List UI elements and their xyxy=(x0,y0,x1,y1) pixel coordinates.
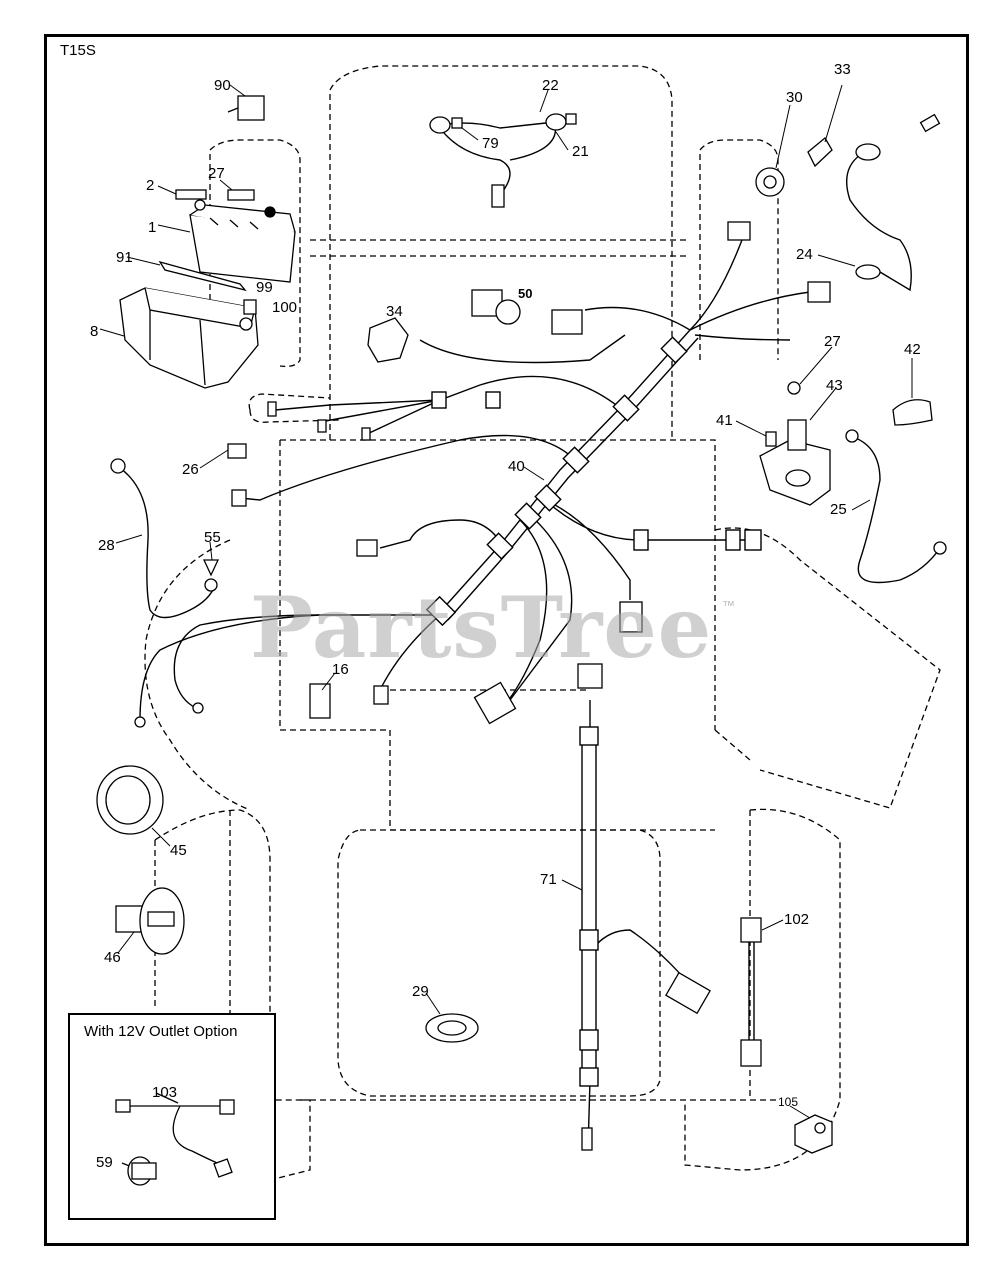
callout-100: 100 xyxy=(272,299,297,316)
inset-diagram: 103 59 xyxy=(96,1084,235,1186)
callout-25: 25 xyxy=(830,501,847,518)
relay-90 xyxy=(237,95,265,121)
diagram-frame xyxy=(44,34,969,1246)
callout-41: 41 xyxy=(716,412,733,429)
callout-24: 24 xyxy=(796,246,813,263)
callout-8: 8 xyxy=(90,323,98,340)
callout-labels: 90 2 27 1 91 99 100 8 22 79 21 30 33 24 … xyxy=(90,61,921,1109)
callout-91: 91 xyxy=(116,249,133,266)
callout-59: 59 xyxy=(96,1154,113,1171)
callout-79: 79 xyxy=(482,135,499,152)
callout-34: 34 xyxy=(386,303,403,320)
trademark-symbol: ™ xyxy=(722,598,735,613)
callout-27: 27 xyxy=(208,165,225,182)
tractor-outline xyxy=(144,65,941,1181)
callout-99: 99 xyxy=(256,279,273,296)
callout-27-right: 27 xyxy=(824,333,841,350)
callout-29: 29 xyxy=(412,983,429,1000)
callout-42: 42 xyxy=(904,341,921,358)
inset-12v-outlet: With 12V Outlet Option 103 59 xyxy=(68,1013,276,1220)
callout-28: 28 xyxy=(98,537,115,554)
inset-title: With 12V Outlet Option xyxy=(84,1023,238,1040)
callout-50: 50 xyxy=(518,286,532,301)
callout-105: 105 xyxy=(778,1095,798,1109)
callout-21: 21 xyxy=(572,143,589,160)
callout-22: 22 xyxy=(542,77,559,94)
callout-33: 33 xyxy=(834,61,851,78)
callout-46: 46 xyxy=(104,949,121,966)
callout-30: 30 xyxy=(786,89,803,106)
callout-55: 55 xyxy=(204,529,221,546)
part-illustrations xyxy=(96,95,947,1154)
callout-71: 71 xyxy=(540,871,557,888)
callout-103: 103 xyxy=(152,1084,177,1101)
leader-lines xyxy=(99,84,913,1119)
callout-16: 16 xyxy=(332,661,349,678)
callout-43: 43 xyxy=(826,377,843,394)
diagram-code: T15S xyxy=(60,42,96,59)
callout-2: 2 xyxy=(146,177,154,194)
callout-1: 1 xyxy=(148,219,156,236)
callout-90: 90 xyxy=(214,77,231,94)
callout-102: 102 xyxy=(784,911,809,928)
callout-40: 40 xyxy=(508,458,525,475)
watermark: PartsTree xyxy=(250,578,713,677)
callout-45: 45 xyxy=(170,842,187,859)
callout-26: 26 xyxy=(182,461,199,478)
harness-connectors xyxy=(425,336,762,1087)
